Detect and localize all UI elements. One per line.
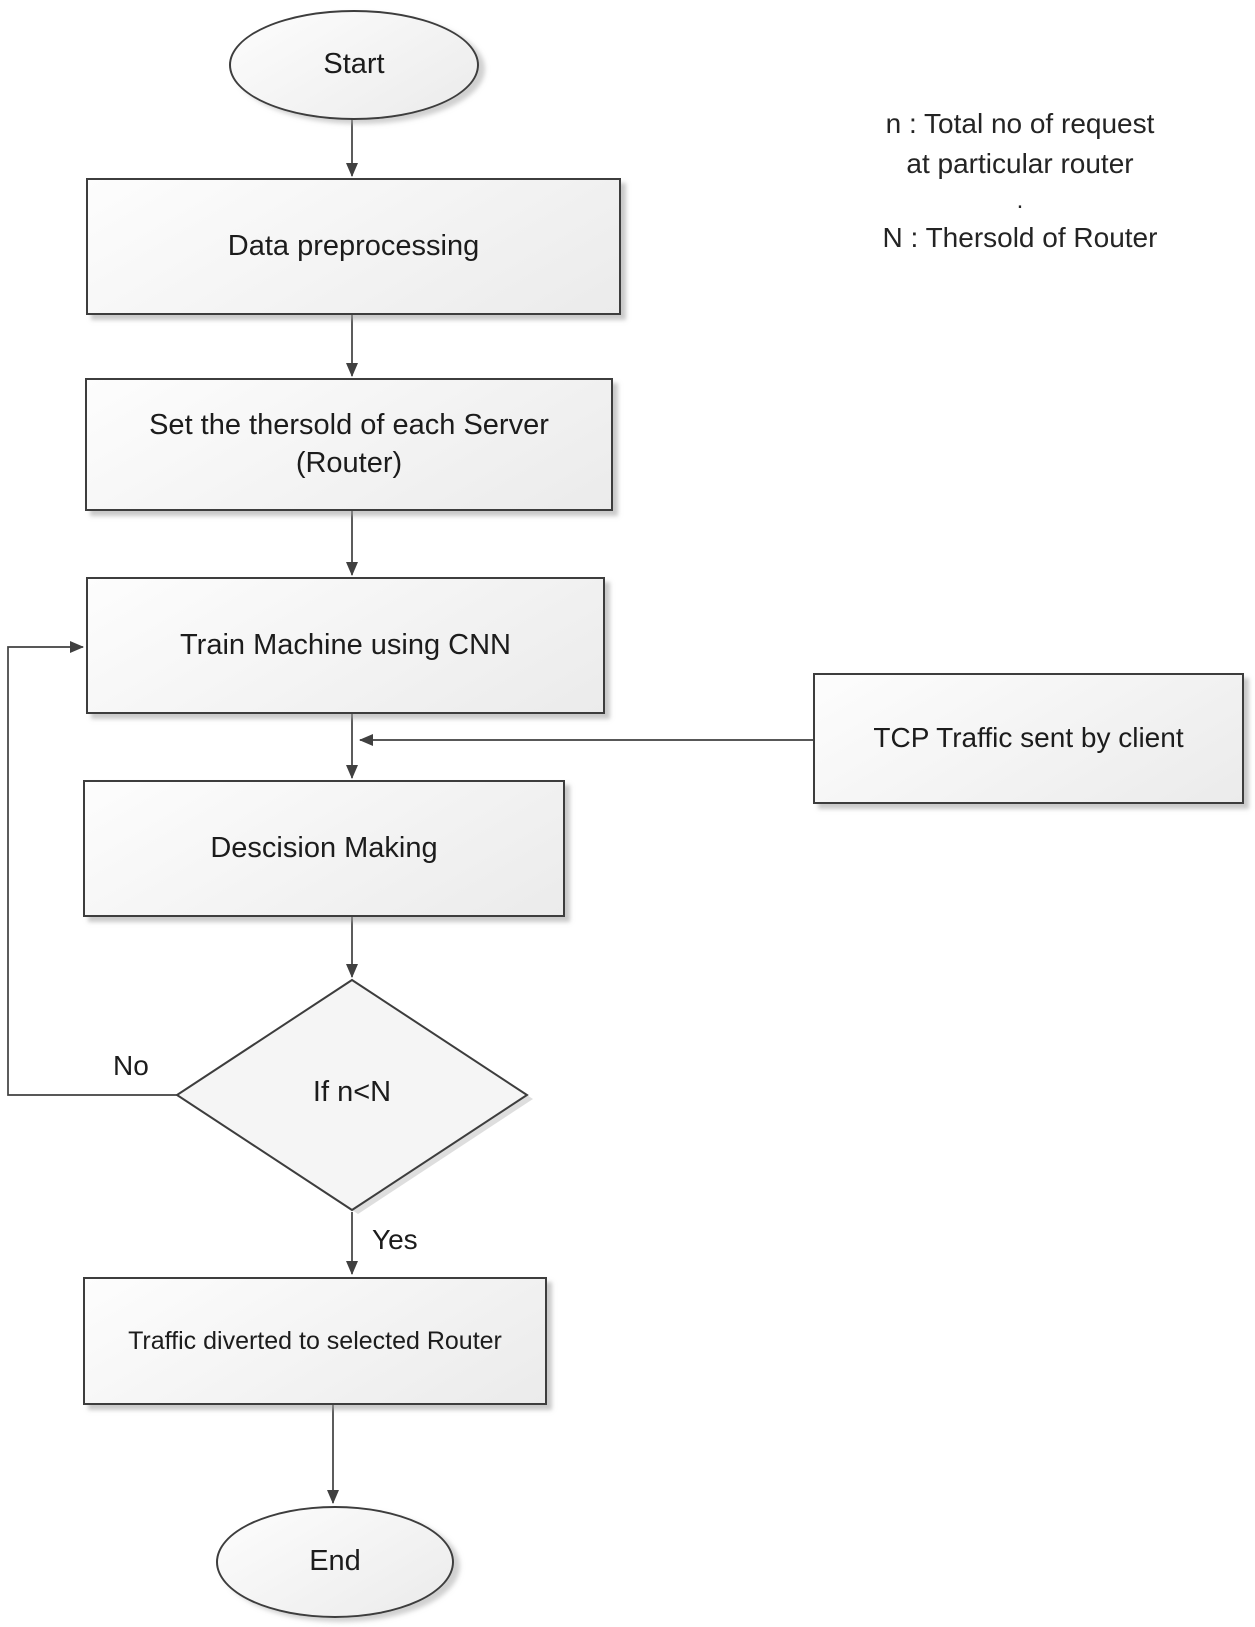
legend-dot: . — [1016, 187, 1024, 214]
data-preprocessing-label: Data preprocessing — [227, 229, 480, 262]
end-label: End — [309, 1545, 361, 1578]
edge-label-yes: Yes — [372, 1224, 418, 1255]
legend-line-n-cont: at particular router — [906, 148, 1134, 179]
legend: n : Total no of request at particular ro… — [820, 104, 1220, 258]
decision-making-label: Descision Making — [210, 831, 438, 864]
edge-label-no: No — [113, 1050, 149, 1081]
start-label: Start — [323, 48, 385, 81]
process-data-preprocessing: Data preprocessing — [86, 178, 621, 315]
decision-diamond-shape — [175, 978, 529, 1212]
process-decision-making: Descision Making — [83, 780, 565, 917]
legend-line-N: N : Thersold of Router — [882, 222, 1158, 253]
tcp-traffic-label: TCP Traffic sent by client — [873, 722, 1184, 754]
set-threshold-label: Set the thersold of each Server (Router) — [149, 408, 549, 479]
traffic-diverted-label: Traffic diverted to selected Router — [128, 1326, 502, 1355]
start-terminator: Start — [229, 10, 479, 120]
process-train-machine: Train Machine using CNN — [86, 577, 605, 714]
process-set-threshold: Set the thersold of each Server (Router) — [85, 378, 613, 511]
arrow-no-loop-to-train — [7, 641, 177, 1096]
legend-line-n: n : Total no of request — [885, 108, 1155, 139]
end-terminator: End — [216, 1506, 454, 1618]
decision-diamond-label: If n<N — [312, 1076, 392, 1108]
train-machine-label: Train Machine using CNN — [180, 628, 511, 661]
process-tcp-traffic: TCP Traffic sent by client — [813, 673, 1244, 804]
process-traffic-diverted: Traffic diverted to selected Router — [83, 1277, 547, 1405]
